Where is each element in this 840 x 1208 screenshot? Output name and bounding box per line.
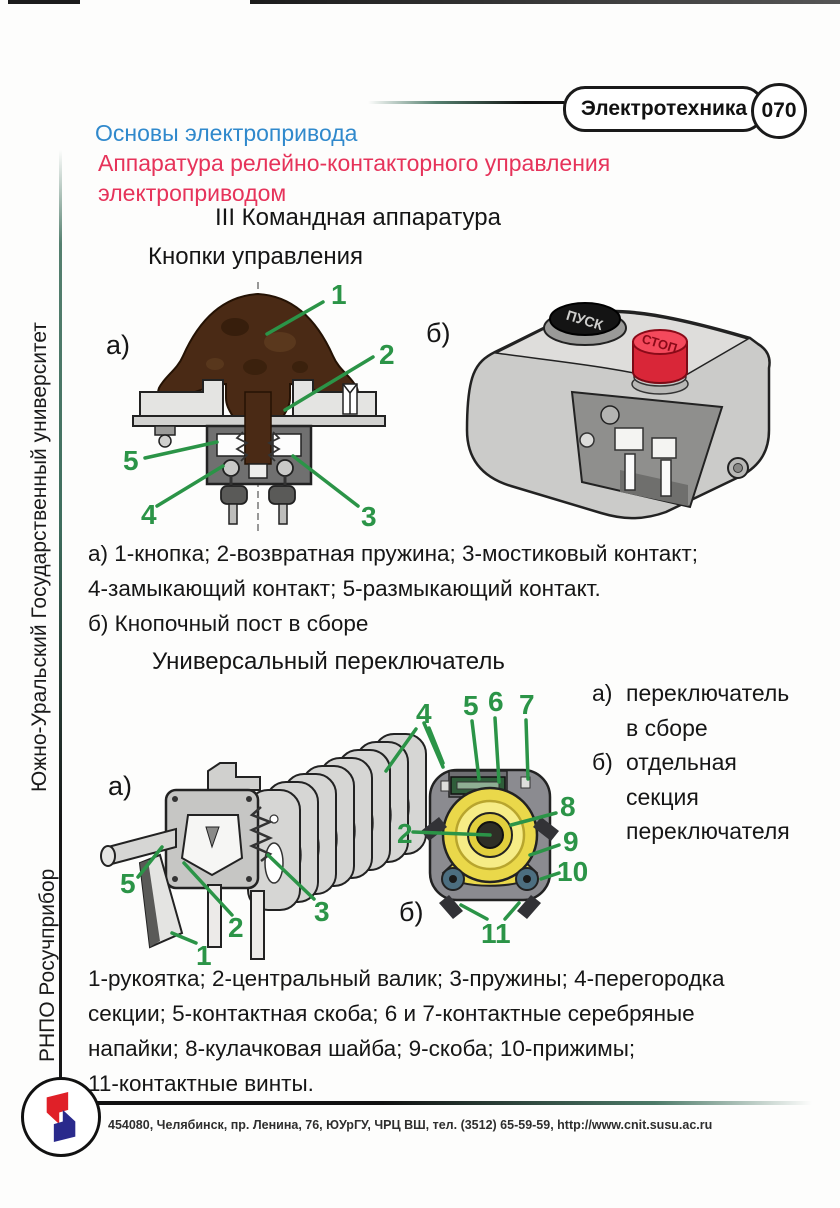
buttons-figure-label-a: а) — [106, 330, 131, 360]
callout-7: 7 — [519, 689, 535, 720]
callout-5: 5 — [120, 868, 136, 899]
caption-line: напайки; 8-кулачковая шайба; 9-скоба; 10… — [88, 1035, 636, 1061]
logo-red-shape — [46, 1091, 69, 1125]
buttons-figure-caption: а) 1-кнопка; 2-возвратная пружина; 3-мос… — [88, 537, 698, 642]
legend-label: а) — [592, 680, 613, 706]
switch-figure-title: Универсальный переключатель — [152, 648, 505, 675]
legend-text: переключатель в сборе — [626, 680, 790, 741]
page-number-badge: 070 — [751, 83, 807, 139]
station-body — [465, 309, 771, 520]
callout-1: 1 — [196, 940, 212, 970]
course-heading: Основы электропривода — [95, 120, 358, 146]
sidebar-university-name: Южно-Уральский Государственный университ… — [28, 322, 51, 792]
callout-9: 9 — [563, 826, 579, 857]
sidebar-divider-line — [59, 150, 62, 1088]
header-connector-line — [368, 101, 564, 104]
legend-entry: а) переключатель в сборе — [592, 676, 797, 745]
caption-line: 1-рукоятка; 2-центральный валик; 3-пружи… — [88, 966, 725, 991]
callout-2: 2 — [397, 818, 413, 849]
logo-blue-shape — [53, 1109, 76, 1143]
caption-line: б) Кнопочный пост в сборе — [88, 610, 369, 636]
switch-figure-legend: а) переключатель в сборе б) отдельная се… — [592, 676, 797, 849]
callout-lines-switch-b — [411, 716, 561, 921]
subject-tag-label: Электротехника — [580, 97, 748, 120]
callout-2: 2 — [228, 912, 244, 943]
callout-3: 3 — [314, 896, 330, 927]
contact-block — [205, 391, 313, 525]
callout-6: 6 — [488, 686, 504, 717]
topic-heading: Аппаратура релейно-контакторного управле… — [98, 150, 611, 206]
callout-5: 5 — [463, 690, 479, 721]
switch-section-figure: 5 6 7 2 8 9 10 11 б) — [397, 686, 588, 948]
callout-1: 1 — [331, 279, 347, 310]
legend-entry: б) отдельная секция переключателя — [592, 745, 797, 849]
sidebar-organization-name: РНПО Росучприбор — [36, 868, 59, 1062]
callout-4: 4 — [416, 698, 432, 729]
caption-line: а) 1-кнопка; 2-возвратная пружина; 3-мос… — [88, 541, 698, 566]
start-button: ПУСК — [543, 302, 627, 346]
top-edge-bar-right — [250, 0, 840, 4]
top-edge-bar-left — [8, 0, 80, 4]
legend-label: б) — [592, 749, 613, 775]
switch-figure-label-b: б) — [399, 897, 423, 927]
footer-address: 454080, Челябинск, пр. Ленина, 76, ЮУрГУ… — [108, 1118, 713, 1132]
rosuchpribor-logo — [21, 1077, 101, 1157]
callout-8: 8 — [560, 791, 576, 822]
callout-lines-a — [143, 300, 375, 508]
shaft-and-handle — [100, 827, 184, 949]
callout-11: 11 — [481, 918, 511, 948]
section-plates-stack — [247, 733, 427, 911]
cam-disc — [441, 786, 539, 891]
stop-button: СТОП — [631, 329, 689, 395]
caption-line: секции; 5-контактная скоба; 6 и 7-контак… — [88, 1000, 695, 1026]
side-knob-center — [733, 463, 743, 473]
switch-figure-caption: 1-рукоятка; 2-центральный валик; 3-пружи… — [88, 962, 725, 1102]
callout-5: 5 — [123, 445, 139, 476]
callout-2: 2 — [379, 339, 395, 370]
callout-3: 3 — [361, 501, 377, 532]
contact-clamps — [421, 817, 559, 919]
section-heading: III Командная аппаратура — [215, 204, 501, 231]
buttons-figure-label-b: б) — [426, 318, 450, 348]
button-station-figure: б) ПУСК СТОП — [426, 302, 771, 520]
caption-line: 4-замыкающий контакт; 5-размыкающий конт… — [88, 575, 601, 601]
footer-divider-line — [96, 1101, 812, 1105]
switch-assembly-figure: а) — [100, 698, 445, 970]
callout-10: 10 — [557, 856, 588, 887]
callout-lines-switch-a — [136, 726, 445, 945]
callout-4: 4 — [141, 499, 157, 530]
page-number: 070 — [761, 99, 797, 122]
push-button-cross-section-figure: 1 2 5 4 3 — [123, 279, 395, 534]
legend-text: отдельная секция переключателя — [626, 749, 790, 844]
subject-tag: Электротехника — [563, 86, 765, 132]
buttons-figure-title: Кнопки управления — [148, 243, 364, 270]
switch-figure-label-a: а) — [108, 771, 132, 801]
front-plate — [164, 762, 261, 890]
caption-line: 11-контактные винты. — [88, 1070, 314, 1096]
